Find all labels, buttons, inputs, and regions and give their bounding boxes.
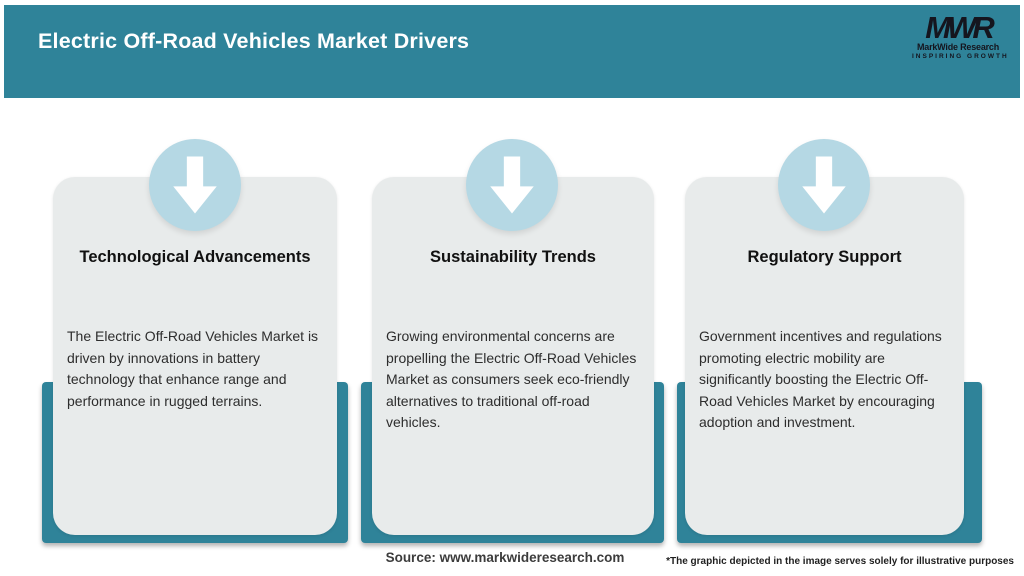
driver-card-technological-advancements: Technological Advancements The Electric … bbox=[53, 177, 337, 535]
logo-company-name: MarkWide Research bbox=[916, 42, 1000, 52]
card-title: Sustainability Trends bbox=[430, 248, 596, 266]
card-title: Technological Advancements bbox=[79, 248, 311, 266]
page-title: Electric Off-Road Vehicles Market Driver… bbox=[38, 29, 470, 53]
down-arrow-icon bbox=[778, 139, 870, 231]
card-description: Government incentives and regulations pr… bbox=[699, 328, 942, 430]
logo-monogram: MWR bbox=[925, 10, 994, 45]
driver-card-regulatory-support: Regulatory Support Government incentives… bbox=[685, 177, 964, 535]
source-attribution: Source: www.markwideresearch.com bbox=[385, 550, 625, 565]
driver-card-sustainability-trends: Sustainability Trends Growing environmen… bbox=[372, 177, 654, 535]
markwide-research-logo: MWR MarkWide Research INSPIRING GROWTH bbox=[912, 10, 1009, 61]
down-arrow-icon bbox=[466, 139, 558, 231]
down-arrow-icon bbox=[149, 139, 241, 231]
card-description: Growing environmental concerns are prope… bbox=[386, 328, 637, 430]
disclaimer-note: *The graphic depicted in the image serve… bbox=[666, 556, 1014, 567]
header-bar: Electric Off-Road Vehicles Market Driver… bbox=[4, 5, 1020, 98]
logo-tagline: INSPIRING GROWTH bbox=[912, 53, 1009, 60]
card-title: Regulatory Support bbox=[747, 248, 902, 266]
card-description: The Electric Off-Road Vehicles Market is… bbox=[67, 328, 319, 409]
